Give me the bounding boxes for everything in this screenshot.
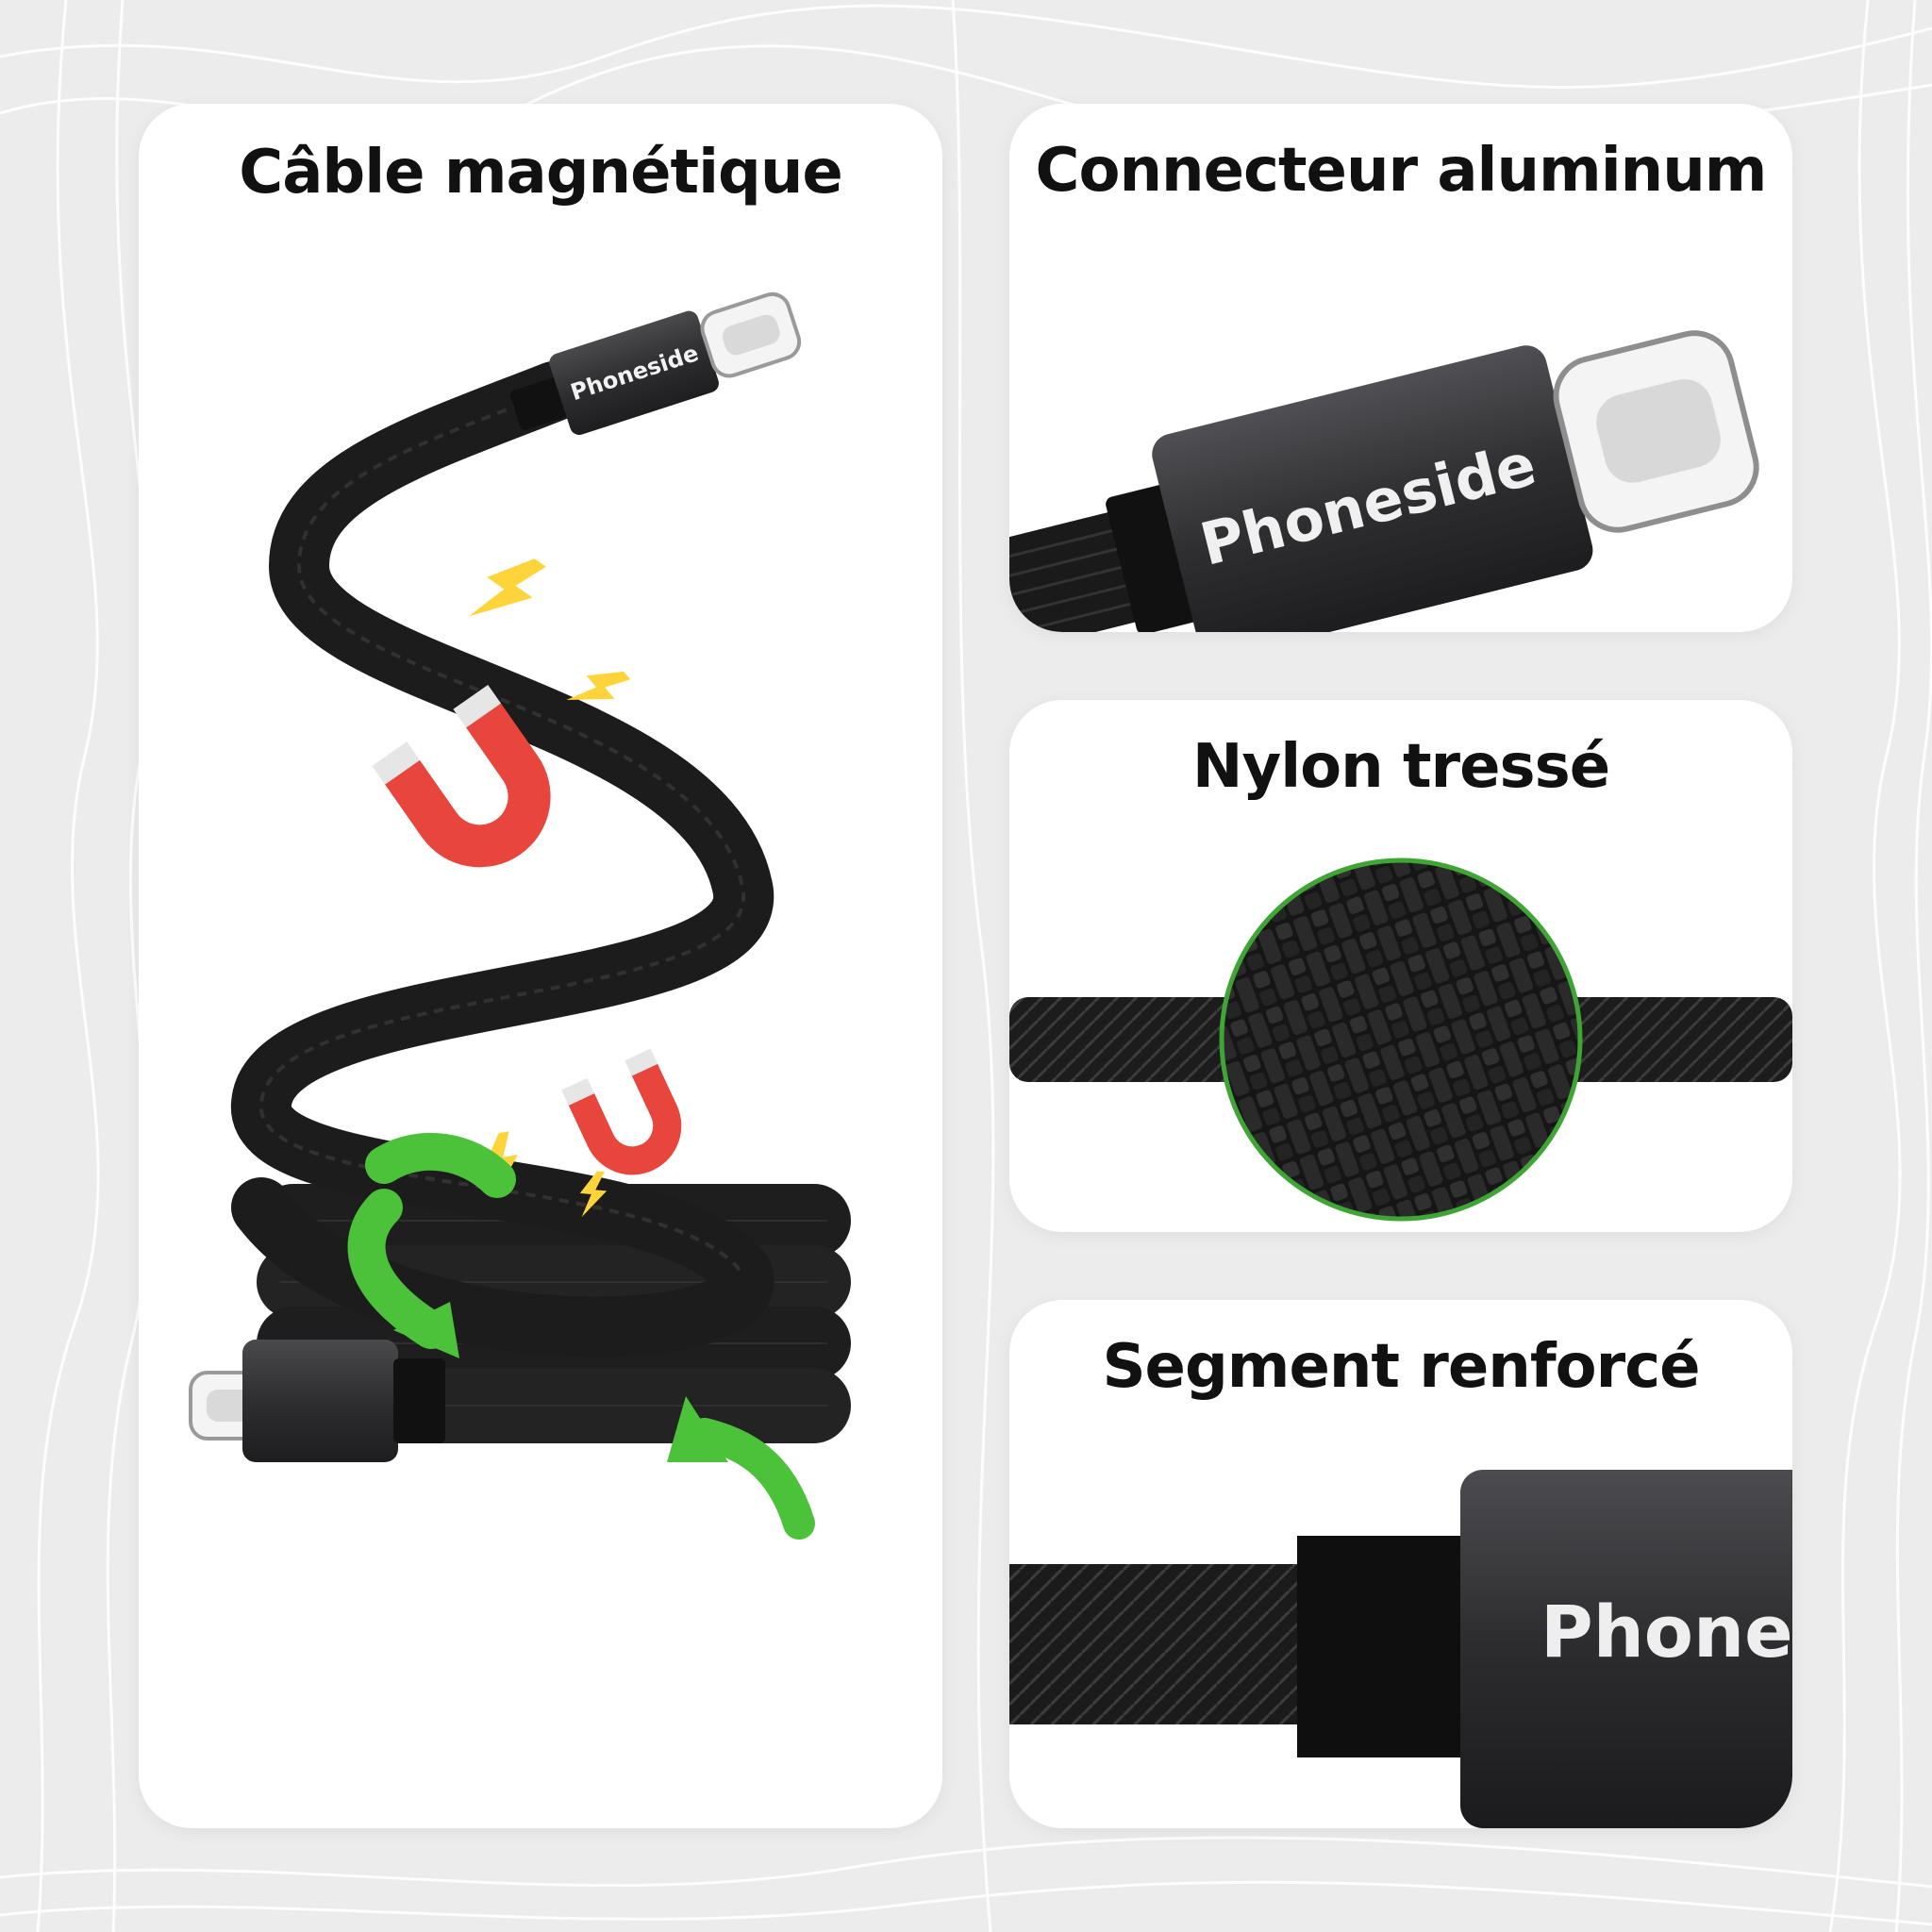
rotate-arrow-icon [667, 1396, 815, 1540]
aluminum-connector-illustration: Phoneside [1009, 330, 1759, 632]
horseshoe-magnet-icon [561, 1048, 682, 1175]
lightning-bolt-icon [566, 671, 631, 701]
reinforced-segment-card: Segment renforcé Phones [1009, 1300, 1792, 1828]
reinforced-segment-title: Segment renforcé [1102, 1332, 1700, 1402]
magnetic-cable-title: Câble magnétique [239, 138, 843, 208]
reinforced-segment-illustration: Phones [1009, 1470, 1792, 1828]
aluminum-connector-card: Connecteur aluminum Phoneside [1009, 104, 1792, 632]
lightning-bolt-icon [468, 558, 546, 617]
aluminum-connector-title: Connecteur aluminum [1035, 136, 1768, 206]
braided-nylon-title: Nylon tressé [1191, 732, 1610, 802]
usb-c-connector-top: Phoneside [509, 291, 802, 436]
horseshoe-magnet-icon [372, 684, 551, 868]
rotate-arrow-icon [347, 1132, 516, 1358]
braided-nylon-card: Nylon tressé [1009, 700, 1792, 1232]
usb-c-connector-bottom [189, 1340, 445, 1462]
connector-logo-cropped: Phones [1541, 1590, 1792, 1674]
braided-nylon-illustration [1009, 858, 1792, 1222]
magnetic-cable-illustration: Phoneside [189, 291, 851, 1540]
lightning-bolt-icon [579, 1171, 608, 1218]
magnetic-cable-card: Câble magnétique [139, 104, 942, 1828]
